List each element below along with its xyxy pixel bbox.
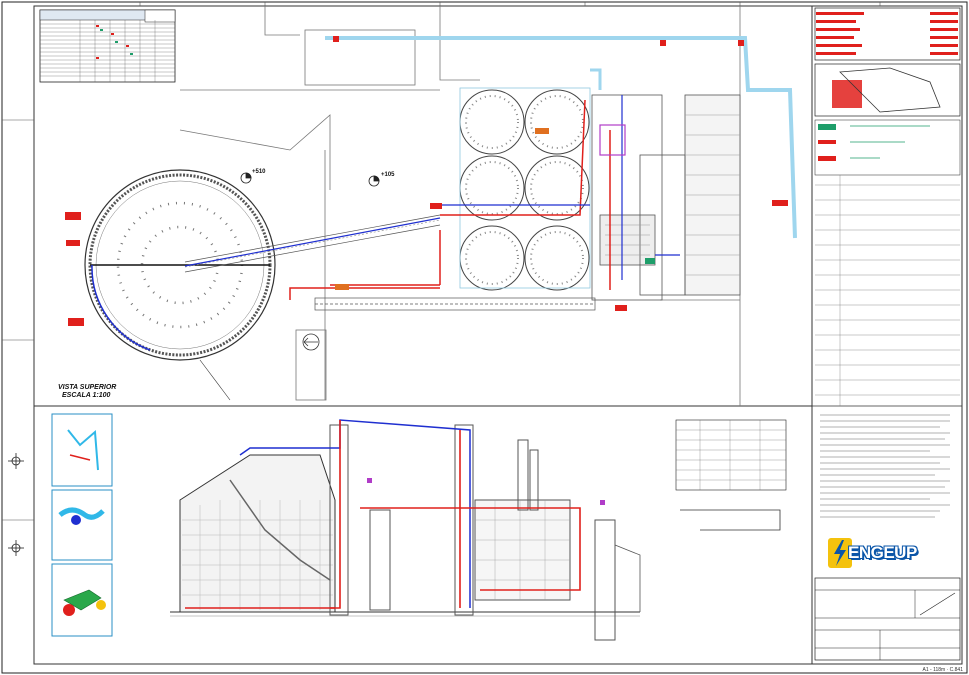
notes-table [675,419,787,531]
fire-network-plan [289,99,611,300]
company-logo: ENGEUP [848,543,917,562]
title-block [814,7,961,661]
top-view-scale: ESCALA 1:100 [62,392,111,399]
arrow-icon [302,333,320,351]
top-view-title: VISTA SUPERIOR [58,384,117,391]
conveyor [184,214,596,311]
process-building [591,94,741,301]
drawing-frame [33,5,963,665]
storage-silo-plan [84,169,276,401]
section-view [170,419,641,641]
lightning-bolt-icon [828,538,852,568]
callout-markers [65,36,788,326]
supply-line [325,36,797,239]
sheet-number: A1 - 118m · C.841 [922,667,963,673]
detail-panels [51,413,113,637]
elevation-label-2: +105 [381,172,395,178]
level-marker-icon [240,172,380,187]
elevation-label-1: +510 [252,169,266,175]
equipment-table [39,9,176,83]
crosshair-icon [8,453,24,556]
silo-battery [459,89,590,291]
